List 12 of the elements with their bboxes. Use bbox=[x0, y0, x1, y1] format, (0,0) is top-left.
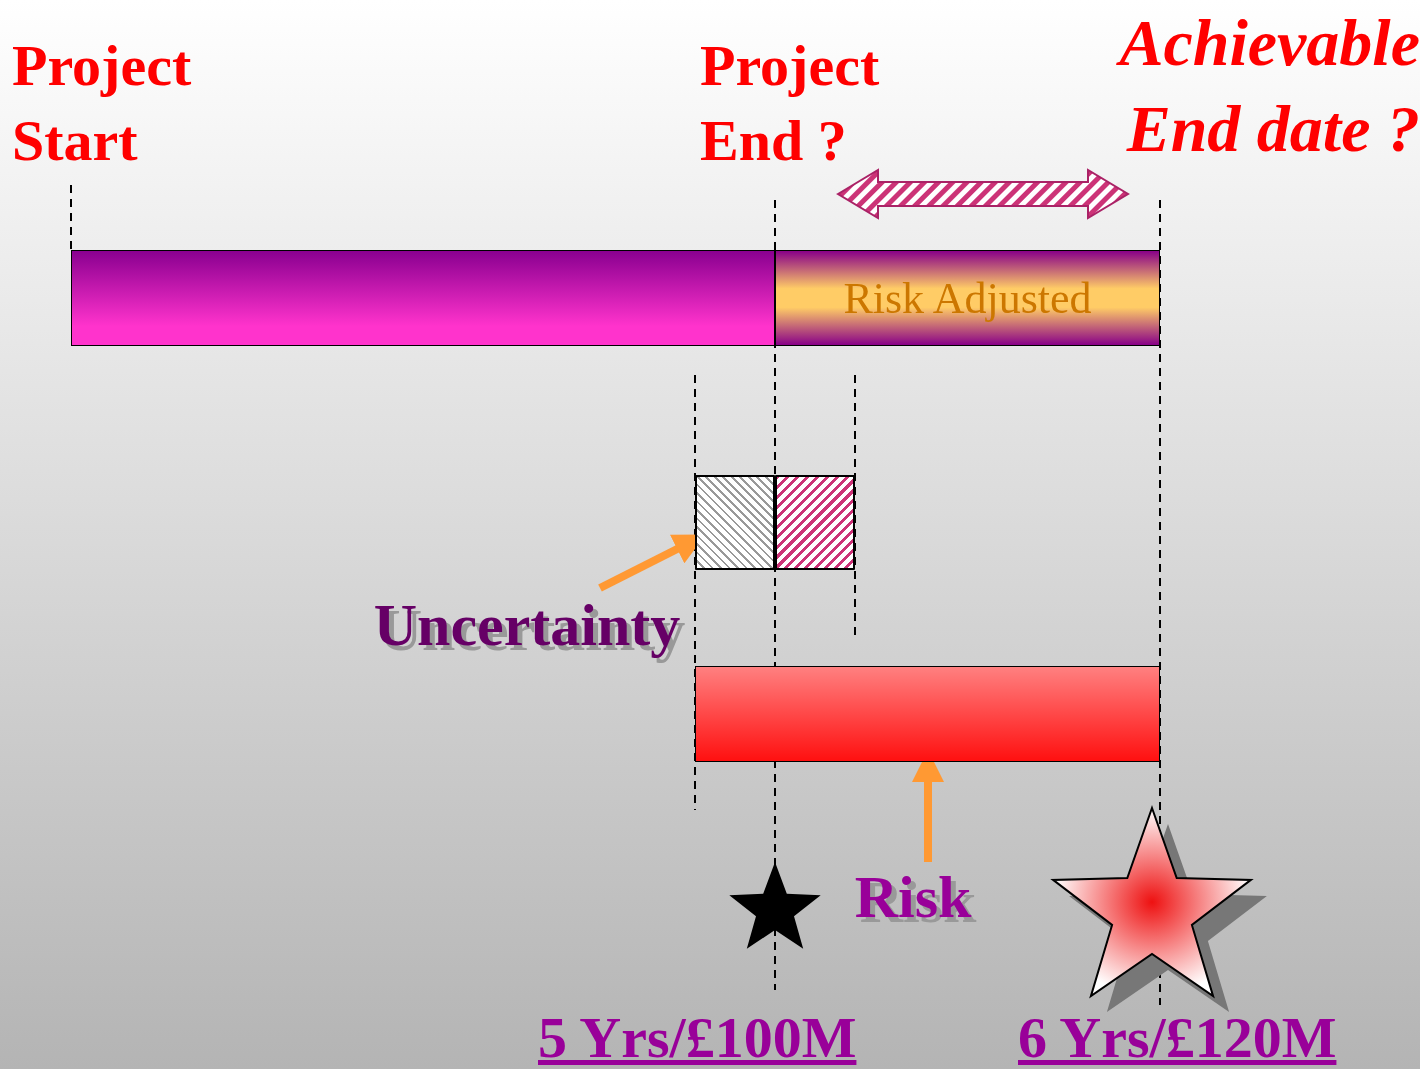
annotation-text: Uncertainty bbox=[362, 588, 692, 663]
timeline-bar bbox=[71, 250, 775, 346]
uncertainty-box bbox=[695, 475, 775, 570]
risk-box bbox=[775, 475, 855, 570]
annotation-text: Risk bbox=[843, 862, 983, 932]
cost-duration-label: 6 Yrs/£120M bbox=[1018, 1004, 1338, 1069]
risk-adjusted-bar: Risk Adjusted bbox=[775, 250, 1160, 346]
cost-duration-label: 5 Yrs/£100M bbox=[538, 1004, 858, 1069]
milestone-label: Achievable End date ? bbox=[1060, 0, 1420, 172]
risk-bar bbox=[695, 666, 1160, 762]
milestone-label: Project End ? bbox=[700, 32, 881, 176]
milestone-label: Project Start bbox=[12, 32, 193, 176]
